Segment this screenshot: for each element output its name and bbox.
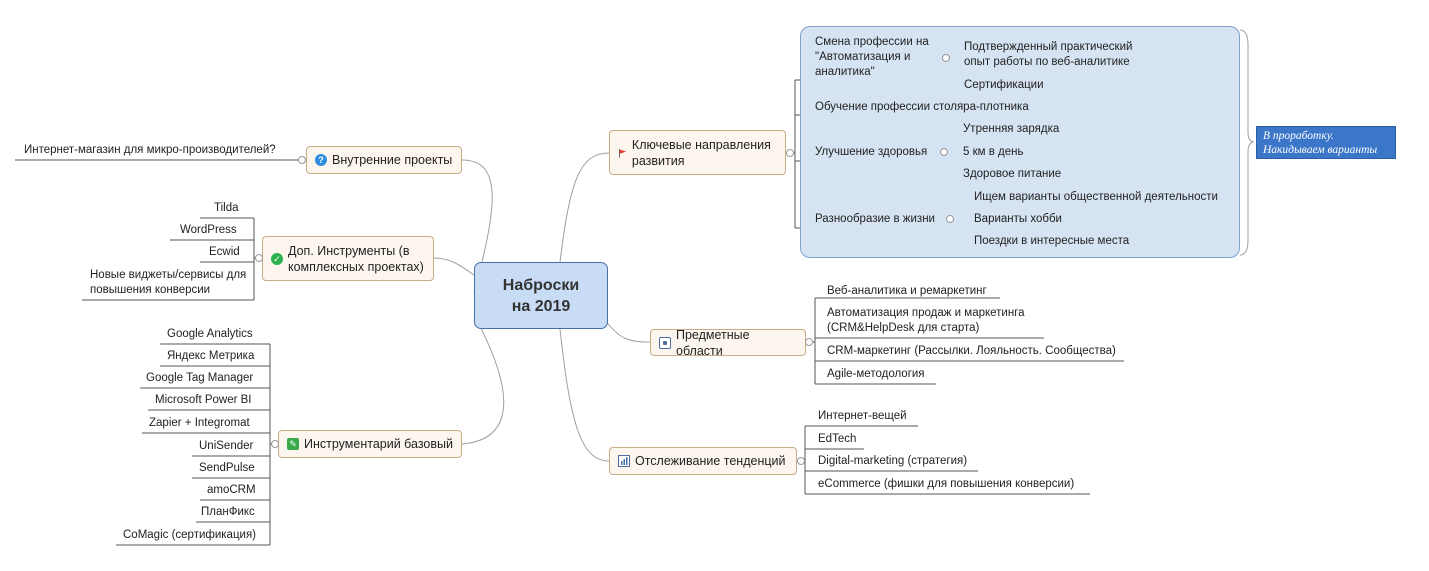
central-topic-label: Наброски на 2019: [502, 276, 580, 315]
extra-tools-item-widgets[interactable]: Новые виджеты/сервисы для повышения конв…: [90, 269, 247, 296]
trends-item-iot[interactable]: Интернет-вещей: [818, 410, 907, 422]
subjects-item-agile[interactable]: Agile-методология: [827, 368, 925, 380]
health-child-morning-exercise[interactable]: Утренняя зарядка: [963, 123, 1060, 135]
topic-internal-label: Внутренние проекты: [332, 153, 453, 167]
collapse-toggle-directions[interactable]: [786, 149, 794, 157]
directions-item-profession-change[interactable]: Смена профессии на "Автоматизация и анал…: [815, 36, 929, 78]
task-box-icon: [659, 336, 671, 349]
profession-child-certifications[interactable]: Сертификации: [964, 79, 1044, 91]
health-child-healthy-food[interactable]: Здоровое питание: [963, 168, 1062, 180]
topic-trends-label: Отслеживание тенденций: [635, 454, 786, 468]
callout-label: В проработку. Накидываем варианты: [1263, 130, 1378, 156]
subjects-item-web-analytics[interactable]: Веб-аналитика и ремаркетинг: [827, 285, 987, 297]
topic-directions[interactable]: Ключевые направления развития: [609, 130, 786, 175]
collapse-toggle-base-tools[interactable]: [271, 440, 279, 448]
directions-item-health[interactable]: Улучшение здоровья: [815, 146, 928, 158]
topic-base-tools[interactable]: ✎ Инструментарий базовый: [278, 430, 462, 458]
boundary-callout[interactable]: В проработку. Накидываем варианты: [1256, 126, 1396, 159]
topic-subjects[interactable]: Предметные области: [650, 327, 806, 358]
subjects-item-automation[interactable]: Автоматизация продаж и маркетинга (CRM&H…: [827, 307, 1025, 334]
red-flag-icon: [619, 148, 627, 157]
base-tools-item-planfix[interactable]: ПланФикс: [201, 506, 255, 518]
trends-item-ecommerce[interactable]: eCommerce (фишки для повышения конверсии…: [818, 478, 1075, 490]
connector-center-internal: [461, 159, 493, 293]
extra-tools-item-tilda[interactable]: Tilda: [214, 202, 239, 214]
connector-center-trends: [559, 328, 610, 462]
topic-extra-tools-label: Доп. Инструменты (в комплексных проектах…: [288, 243, 424, 274]
topic-trends[interactable]: Отслеживание тенденций: [609, 447, 797, 475]
base-tools-item-gtm[interactable]: Google Tag Manager: [146, 372, 254, 384]
base-tools-item-amocrm[interactable]: amoCRM: [207, 484, 256, 496]
profession-child-experience[interactable]: Подтвержденный практический опыт работы …: [964, 41, 1133, 68]
base-tools-item-power-bi[interactable]: Microsoft Power BI: [155, 394, 252, 406]
collapse-toggle-variety[interactable]: [946, 215, 954, 223]
collapse-toggle-internal[interactable]: [298, 156, 306, 164]
health-child-5km[interactable]: 5 км в день: [963, 146, 1024, 158]
connector-center-directions: [559, 152, 610, 263]
base-tools-item-google-analytics[interactable]: Google Analytics: [167, 328, 253, 340]
topic-subjects-label: Предметные области: [676, 327, 750, 358]
subjects-item-crm-marketing[interactable]: CRM-маркетинг (Рассылки. Лояльность. Соо…: [827, 345, 1116, 357]
chart-icon: [618, 455, 630, 467]
base-tools-item-zapier[interactable]: Zapier + Integromat: [149, 417, 250, 429]
connector-center-extra-tools: [433, 257, 475, 276]
collapse-toggle-subjects[interactable]: [805, 338, 813, 346]
topic-internal-projects[interactable]: ? Внутренние проекты: [306, 146, 462, 174]
variety-child-hobby[interactable]: Варианты хобби: [974, 213, 1062, 225]
collapse-toggle-profession-change[interactable]: [942, 54, 950, 62]
directions-item-variety[interactable]: Разнообразие в жизни: [815, 213, 935, 225]
topic-extra-tools[interactable]: ✓ Доп. Инструменты (в комплексных проект…: [262, 236, 434, 281]
collapse-toggle-trends[interactable]: [797, 457, 805, 465]
topic-base-tools-label: Инструментарий базовый: [304, 437, 453, 451]
extra-tools-item-wordpress[interactable]: WordPress: [180, 224, 237, 236]
central-topic[interactable]: Наброски на 2019: [474, 262, 608, 329]
boundary-brace: [1239, 29, 1255, 256]
collapse-toggle-health[interactable]: [940, 148, 948, 156]
base-tools-item-unisender[interactable]: UniSender: [199, 440, 254, 452]
directions-boundary: [800, 26, 1240, 258]
extra-tools-item-ecwid[interactable]: Ecwid: [209, 246, 240, 258]
base-tools-item-sendpulse[interactable]: SendPulse: [199, 462, 255, 474]
pencil-icon: ✎: [287, 438, 299, 450]
checkmark-icon: ✓: [271, 252, 283, 265]
question-icon: ?: [315, 154, 327, 166]
variety-child-trips[interactable]: Поездки в интересные места: [974, 235, 1130, 247]
connector-center-subjects: [604, 319, 651, 343]
trends-item-edtech[interactable]: EdTech: [818, 433, 857, 445]
trends-item-digital-marketing[interactable]: Digital-marketing (стратегия): [818, 455, 968, 467]
base-tools-item-comagic[interactable]: CoMagic (сертификация): [123, 529, 257, 541]
connector-center-base-tools: [461, 314, 505, 445]
directions-item-carpentry[interactable]: Обучение профессии столяра-плотника: [815, 101, 1029, 113]
variety-child-public-activity[interactable]: Ищем варианты общественной деятельности: [974, 191, 1218, 203]
base-tools-item-yandex-metrika[interactable]: Яндекс Метрика: [167, 350, 255, 362]
collapse-toggle-extra-tools[interactable]: [255, 254, 263, 262]
topic-directions-label: Ключевые направления развития: [631, 137, 771, 168]
internal-item-0[interactable]: Интернет-магазин для микро-производителе…: [24, 144, 276, 156]
